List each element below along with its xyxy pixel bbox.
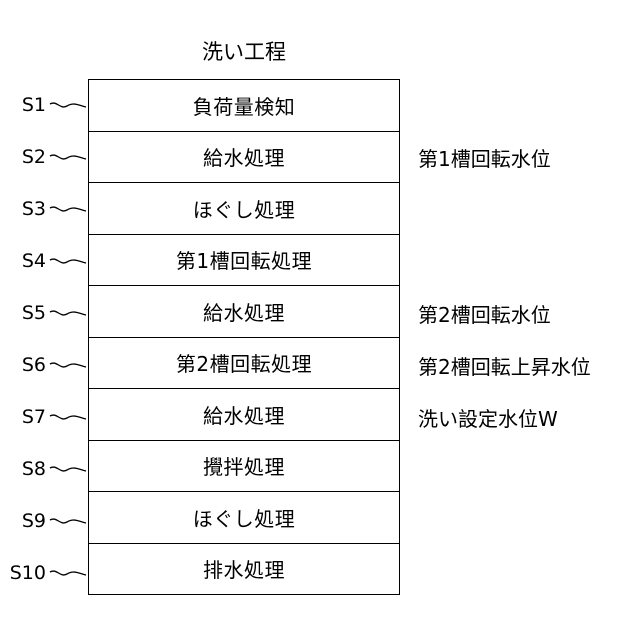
leader-line-icon: [48, 515, 88, 527]
step-box-s4: 第1槽回転処理: [89, 235, 399, 287]
step-id-text: S1: [22, 94, 46, 116]
leader-line-icon: [48, 151, 88, 163]
note-s4: [418, 235, 640, 287]
leader-line-icon: [48, 359, 88, 371]
water-level-notes-column: 第1槽回転水位 第2槽回転水位 第2槽回転上昇水位 洗い設定水位W: [418, 79, 640, 599]
step-id-text: S3: [22, 198, 46, 220]
step-id-text: S2: [22, 146, 46, 168]
step-id-text: S10: [10, 562, 46, 584]
note-s9: [418, 495, 640, 547]
process-flow-box: 負荷量検知 給水処理 ほぐし処理 第1槽回転処理 給水処理 第2槽回転処理 給水…: [88, 79, 400, 595]
leader-line-icon: [48, 463, 88, 475]
step-id-s3: S3: [0, 183, 88, 235]
step-box-s5: 給水処理: [89, 286, 399, 338]
step-id-text: S7: [22, 406, 46, 428]
step-id-s10: S10: [0, 547, 88, 599]
step-id-s7: S7: [0, 391, 88, 443]
note-s6: 第2槽回転上昇水位: [418, 339, 640, 391]
step-box-s7: 給水処理: [89, 389, 399, 441]
step-box-s6: 第2槽回転処理: [89, 338, 399, 390]
note-s3: [418, 183, 640, 235]
note-s1: [418, 79, 640, 131]
step-id-s9: S9: [0, 495, 88, 547]
step-box-s8: 攪拌処理: [89, 441, 399, 493]
step-id-column: S1 S2 S3 S4 S5 S6 S7 S8 S9 S10: [0, 79, 88, 599]
step-box-s3: ほぐし処理: [89, 183, 399, 235]
step-id-s8: S8: [0, 443, 88, 495]
leader-line-icon: [48, 567, 88, 579]
step-id-s6: S6: [0, 339, 88, 391]
note-s10: [418, 547, 640, 599]
step-box-s10: 排水処理: [89, 544, 399, 596]
step-id-s5: S5: [0, 287, 88, 339]
step-id-text: S9: [22, 510, 46, 532]
leader-line-icon: [48, 255, 88, 267]
leader-line-icon: [48, 307, 88, 319]
note-s8: [418, 443, 640, 495]
step-box-s1: 負荷量検知: [89, 80, 399, 132]
note-s5: 第2槽回転水位: [418, 287, 640, 339]
step-id-text: S5: [22, 302, 46, 324]
step-id-s4: S4: [0, 235, 88, 287]
note-s2: 第1槽回転水位: [418, 131, 640, 183]
leader-line-icon: [48, 99, 88, 111]
step-id-text: S6: [22, 354, 46, 376]
leader-line-icon: [48, 411, 88, 423]
diagram-title: 洗い工程: [88, 36, 400, 68]
note-s7: 洗い設定水位W: [418, 391, 640, 443]
step-id-text: S8: [22, 458, 46, 480]
leader-line-icon: [48, 203, 88, 215]
step-box-s9: ほぐし処理: [89, 492, 399, 544]
step-id-s2: S2: [0, 131, 88, 183]
step-id-text: S4: [22, 250, 46, 272]
step-box-s2: 給水処理: [89, 132, 399, 184]
step-id-s1: S1: [0, 79, 88, 131]
